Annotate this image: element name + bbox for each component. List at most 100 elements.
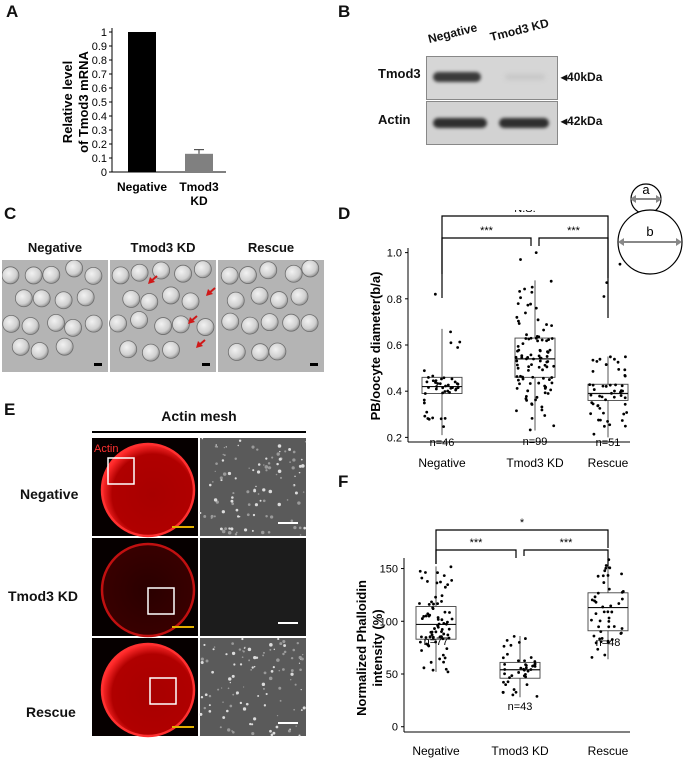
data-point xyxy=(623,396,627,400)
n-label: n=46 xyxy=(430,437,455,449)
oocyte-title-rescue: Rescue xyxy=(247,240,295,255)
data-point xyxy=(536,339,540,343)
data-point xyxy=(508,676,511,680)
oocyte xyxy=(196,318,215,336)
data-point xyxy=(516,366,520,370)
data-point xyxy=(424,614,428,618)
oocyte xyxy=(42,265,61,284)
mesh-speck xyxy=(215,444,217,446)
mesh-speck xyxy=(235,508,239,512)
data-point xyxy=(606,610,610,614)
mesh-speck xyxy=(213,646,216,648)
mesh-speck xyxy=(222,472,227,476)
y-tick-label: 1.0 xyxy=(387,248,402,260)
data-point xyxy=(439,580,442,584)
data-point xyxy=(590,618,593,622)
data-point xyxy=(610,391,613,395)
mesh-speck xyxy=(259,499,262,502)
mesh-speck xyxy=(210,517,213,519)
data-point xyxy=(517,671,521,674)
mesh-speck xyxy=(221,459,225,462)
data-point xyxy=(456,346,460,349)
y-tick-label: 0.3 xyxy=(92,125,107,137)
x-category-label: Tmod3 KD xyxy=(491,744,549,758)
oocyte-micrographs xyxy=(2,260,324,372)
mesh-speck xyxy=(253,665,256,668)
oocyte xyxy=(84,266,103,285)
arrow-a-right-head xyxy=(656,195,662,203)
data-point xyxy=(527,365,531,368)
mesh-speck xyxy=(278,686,282,690)
mesh-speck xyxy=(215,462,218,465)
mesh-speck xyxy=(213,515,216,518)
mesh-speck xyxy=(290,669,294,672)
data-point xyxy=(426,643,430,647)
data-point xyxy=(431,374,435,378)
data-point xyxy=(515,363,519,367)
mesh-speck xyxy=(278,457,282,461)
data-point xyxy=(443,417,447,420)
oocyte-actin-stain xyxy=(100,642,196,738)
mesh-speck xyxy=(235,691,239,695)
blot-lane-label-kd: Tmod3 KD xyxy=(488,15,551,44)
data-point xyxy=(515,359,519,363)
mesh-speck xyxy=(292,648,296,652)
data-point xyxy=(441,637,445,641)
data-point xyxy=(620,627,624,630)
mesh-speck xyxy=(255,485,257,488)
mesh-speck xyxy=(279,642,283,646)
mesh-speck xyxy=(223,446,226,449)
mesh-speck xyxy=(243,647,246,649)
mesh-speck xyxy=(276,462,279,466)
data-point xyxy=(432,602,435,606)
y-axis-title: PB/oocyte diameter(b/a) xyxy=(368,272,383,421)
data-point xyxy=(610,610,614,614)
scale-bar-white xyxy=(278,622,298,624)
data-point xyxy=(440,600,443,603)
data-point xyxy=(526,669,530,673)
data-point xyxy=(516,345,520,348)
data-point xyxy=(514,355,518,359)
data-point xyxy=(515,375,519,378)
mesh-speck xyxy=(300,458,303,461)
mesh-speck xyxy=(290,656,294,660)
mesh-speck xyxy=(229,704,233,708)
data-point xyxy=(598,406,602,410)
mesh-speck xyxy=(242,650,245,653)
mesh-speck xyxy=(213,498,218,502)
data-point xyxy=(427,386,430,389)
mesh-speck xyxy=(199,512,202,514)
mesh-speck xyxy=(230,499,234,503)
y-tick-label: 0.6 xyxy=(92,83,107,95)
data-point xyxy=(424,571,427,574)
data-point xyxy=(617,602,621,605)
mesh-speck xyxy=(211,670,214,674)
data-point xyxy=(446,383,450,387)
mesh-speck xyxy=(231,674,235,678)
data-point xyxy=(619,390,622,394)
mesh-speck xyxy=(276,452,280,456)
data-point xyxy=(598,357,602,361)
significance-label: *** xyxy=(480,225,494,237)
data-point xyxy=(517,641,521,644)
mesh-speck xyxy=(277,637,280,641)
data-point xyxy=(428,635,432,639)
mesh-speck xyxy=(268,466,272,470)
mesh-speck xyxy=(239,663,243,666)
y-tick-label: 0.7 xyxy=(92,69,107,81)
data-point xyxy=(598,394,602,398)
mesh-speck xyxy=(293,526,297,530)
data-point xyxy=(612,625,616,628)
mesh-speck xyxy=(265,692,268,696)
y-tick-label: 0.2 xyxy=(387,432,402,444)
mesh-speck xyxy=(251,445,255,449)
data-point xyxy=(621,389,624,393)
significance-bracket xyxy=(441,215,609,318)
mesh-speck xyxy=(298,662,301,664)
actin-micrographs: Actin xyxy=(92,438,306,738)
oocyte xyxy=(300,314,319,332)
mesh-speck xyxy=(257,694,260,697)
data-point xyxy=(418,569,422,573)
